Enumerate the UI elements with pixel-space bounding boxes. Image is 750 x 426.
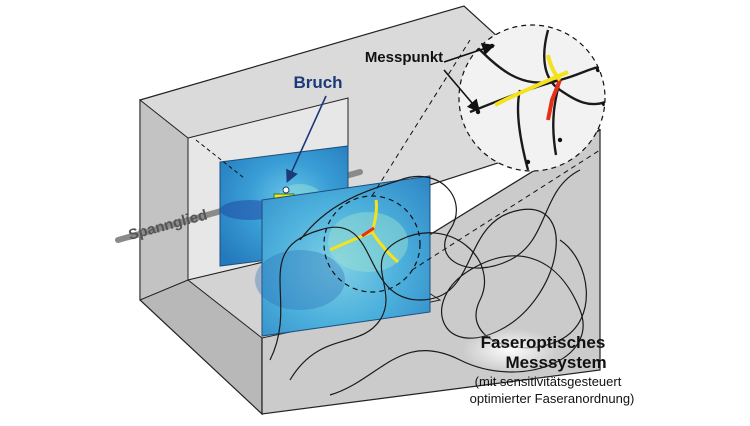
optical-fiber [269,208,584,396]
fe-panel-front [261,175,431,337]
system-title-line1: Faseroptisches [481,333,606,352]
projection-line [411,149,601,271]
system-subtitle-line2: optimierter Faseranordnung) [470,391,635,406]
crack-point [282,186,290,194]
magnified-detail [458,24,606,172]
projection-line [195,139,245,179]
optical-fiber [289,232,587,381]
messpunkt-label: Messpunkt [365,49,443,66]
system-subtitle-line1: (mit sensitivitätsgesteuert [475,374,622,389]
messpunkt-arrow [443,42,496,63]
bruch-arrow [286,95,327,183]
optical-fiber [299,169,581,269]
bruch-label: Bruch [293,73,342,92]
system-title-line2: Messsystem [505,353,606,372]
messpunkt-arrow [443,69,481,113]
projection-line [371,39,471,197]
